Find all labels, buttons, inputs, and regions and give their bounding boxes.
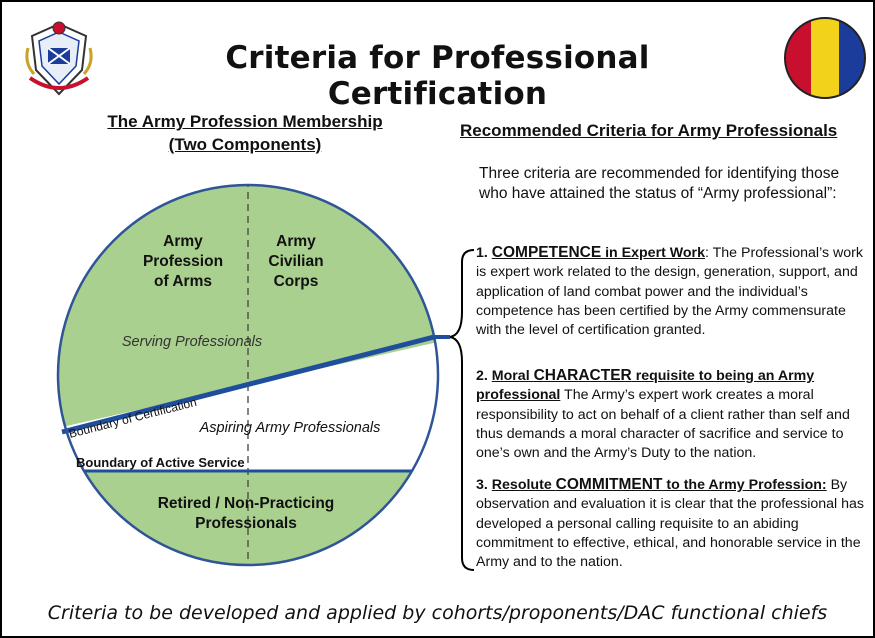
criterion-title: COMPETENCE in Expert Work bbox=[491, 244, 705, 261]
retired-label-1: Retired / Non-Practicing bbox=[158, 495, 335, 512]
army-crest-icon bbox=[25, 21, 93, 96]
criterion-title: Moral CHARACTER requisite to being an Ar… bbox=[476, 367, 815, 404]
retired-label-2: Professionals bbox=[195, 515, 297, 532]
serving-professionals-label: Serving Professionals bbox=[122, 334, 262, 350]
aspiring-professionals-label: Aspiring Army Professionals bbox=[199, 420, 381, 436]
criterion-number: 3. bbox=[476, 477, 488, 493]
serving-region bbox=[58, 185, 438, 432]
profession-arms-label-1: Army bbox=[163, 233, 203, 250]
criterion-body: : The Professional’s work is expert work… bbox=[476, 245, 863, 339]
membership-heading-line1: The Army Profession Membership bbox=[107, 112, 383, 131]
criteria-bracket bbox=[449, 249, 475, 571]
criterion-body: The Army’s expert work creates a moral r… bbox=[476, 387, 850, 462]
criteria-intro: Three criteria are recommended for ident… bbox=[479, 165, 840, 202]
criterion-commitment: 3. Resolute COMMITMENT to the Army Profe… bbox=[476, 475, 874, 572]
civilian-corps-label-3: Corps bbox=[274, 273, 319, 290]
criterion-character: 2. Moral CHARACTER requisite to being an… bbox=[476, 366, 874, 463]
criterion-body: By observation and evaluation it is clea… bbox=[476, 477, 865, 571]
membership-heading: The Army Profession Membership (Two Comp… bbox=[80, 110, 410, 156]
profession-arms-label-2: Profession bbox=[143, 253, 223, 270]
footer-note: Criteria to be developed and applied by … bbox=[47, 602, 828, 624]
criterion-number: 2. bbox=[476, 368, 488, 384]
certification-boundary-line bbox=[61, 334, 435, 435]
criterion-title: Resolute COMMITMENT to the Army Professi… bbox=[491, 476, 827, 493]
membership-circle bbox=[56, 183, 440, 567]
criterion-competence: 1. COMPETENCE in Expert Work: The Profes… bbox=[476, 243, 874, 340]
civilian-corps-label-2: Civilian bbox=[268, 253, 323, 270]
membership-heading-line2: (Two Components) bbox=[168, 135, 322, 154]
civilian-corps-label-1: Army bbox=[276, 233, 316, 250]
red-yellow-blue-patch-icon bbox=[784, 17, 866, 99]
boundary-active-service-label: Boundary of Active Service bbox=[76, 455, 245, 470]
criterion-number: 1. bbox=[476, 245, 488, 261]
criteria-heading: Recommended Criteria for Army Profession… bbox=[460, 121, 838, 140]
profession-arms-label-3: of Arms bbox=[154, 273, 212, 290]
page-title: Criteria for Professional Certification bbox=[225, 40, 650, 112]
